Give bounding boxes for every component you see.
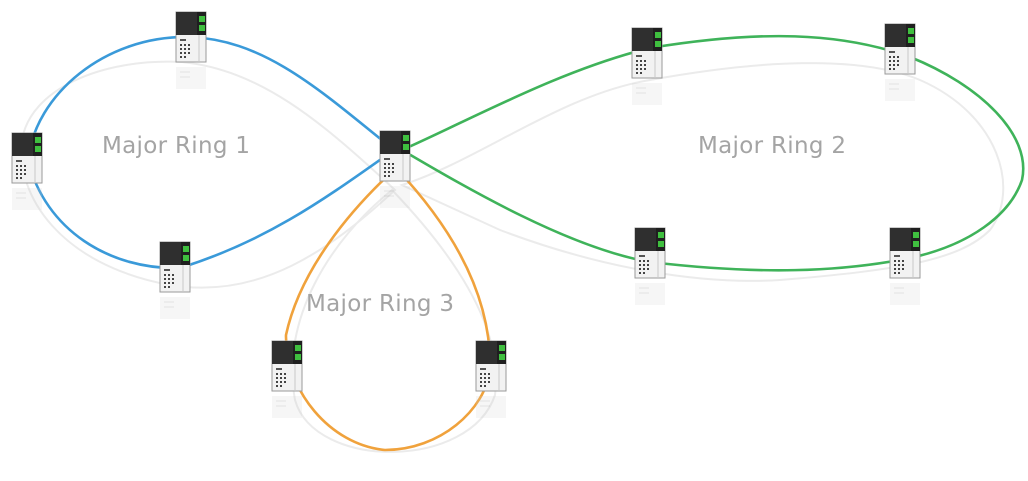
switch-top-left <box>175 11 207 89</box>
switch-ring3-right <box>475 340 507 418</box>
switch-ring3-left <box>271 340 303 418</box>
switch-bottom-mid-right <box>634 227 666 305</box>
ring2-label: Major Ring 2 <box>698 133 847 159</box>
ring3-label: Major Ring 3 <box>306 291 455 317</box>
switch-left <box>11 132 43 210</box>
switch-top-right <box>884 23 916 101</box>
switch-bottom-left <box>159 241 191 319</box>
switch-top-mid-right <box>631 27 663 105</box>
switch-bottom-right <box>889 227 921 305</box>
ring3-link <box>284 166 492 452</box>
switch-center-hub <box>379 130 411 208</box>
ring1-label: Major Ring 1 <box>102 133 251 159</box>
